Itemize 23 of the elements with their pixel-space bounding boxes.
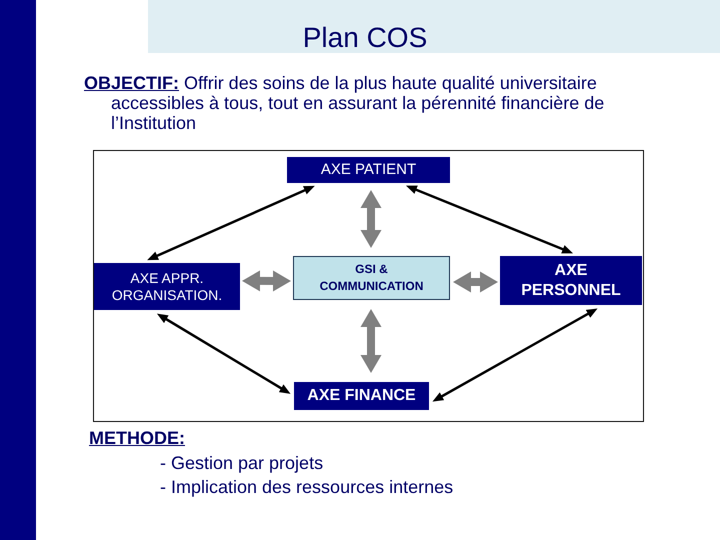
list-item: - Gestion par projets [160,452,324,474]
box-label: AXE FINANCE [307,386,416,406]
box-label: AXE APPR. ORGANISATION. [110,270,224,304]
double-headed-arrow [406,186,574,254]
slide-title: Plan COS [302,21,428,55]
list-item: - Implication des ressources internes [160,476,454,498]
double-headed-arrow [156,314,291,394]
concept-box [293,256,450,300]
concept-box [94,263,240,310]
block-double-headed-arrow [360,190,382,248]
section-heading: METHODE: [89,427,185,449]
concept-box [294,382,429,410]
box-label: AXE PATIENT [320,161,416,179]
concept-box [500,256,642,305]
concept-box [287,157,450,183]
objective-paragraph: OBJECTIF: Offrir des soins de la plus haute qualité universitaire accessibles à tous, tout en assurant la pérennité financière de l’Institution [84,73,606,133]
block-double-headed-arrow [242,270,291,292]
double-headed-arrow [432,308,598,402]
block-double-headed-arrow [453,272,498,292]
double-headed-arrow [147,186,315,260]
box-label: GSI & COMMUNICATION [318,261,424,295]
block-double-headed-arrow [360,309,382,373]
box-label: AXE PERSONNEL [520,260,622,300]
